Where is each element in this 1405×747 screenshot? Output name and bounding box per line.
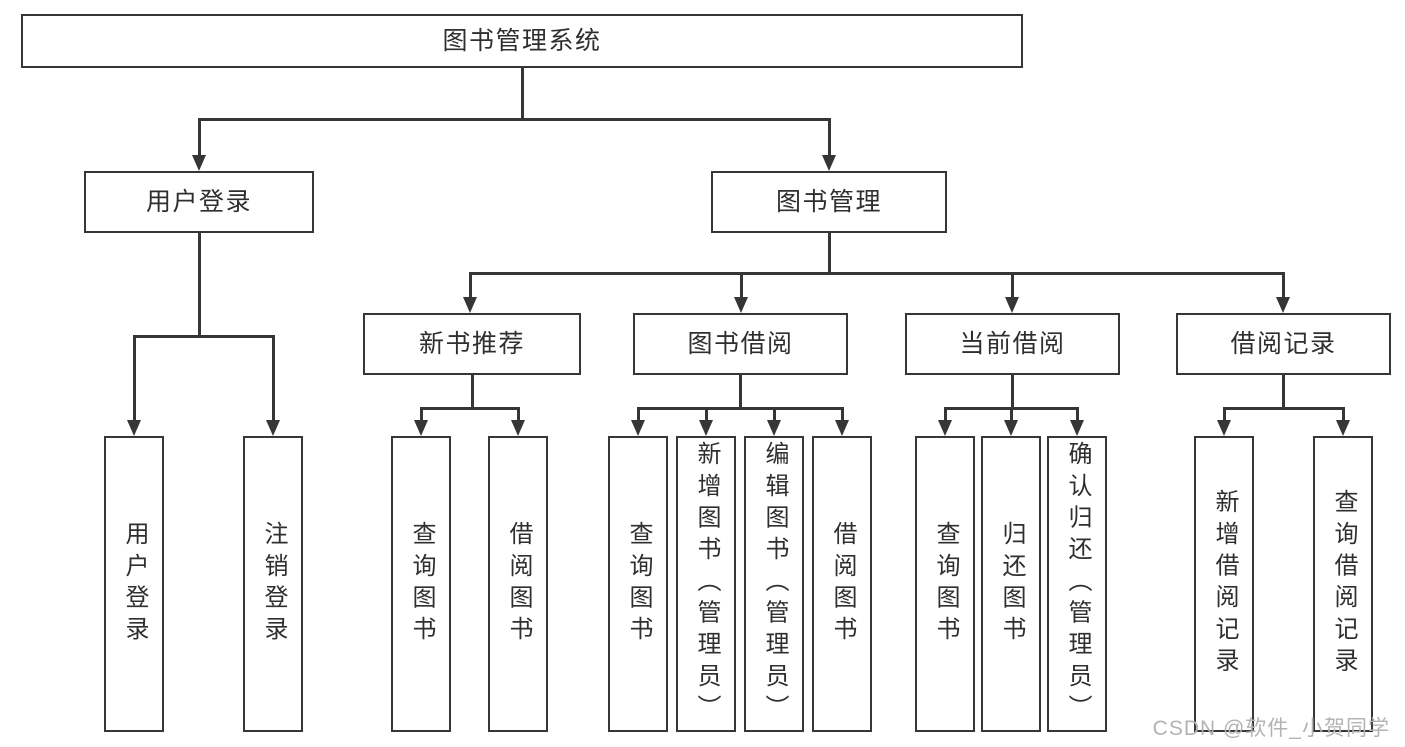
connector-line [1222,407,1226,421]
connector-line [132,335,136,421]
connector-line [1341,407,1345,421]
arrowhead-icon [1336,420,1350,436]
connector-line [840,407,844,421]
node-book-borrow: 图书借阅 [633,313,848,375]
connector-line [197,233,201,335]
connector-line [739,375,742,407]
node-leaf-login: 用户登录 [104,436,164,732]
connector-line [132,335,275,338]
arrowhead-icon [1276,297,1290,313]
connector-line [1009,407,1013,421]
arrowhead-icon [631,420,645,436]
node-book-management: 图书管理 [711,171,947,233]
arrowhead-icon [767,420,781,436]
connector-line [827,118,831,156]
arrowhead-icon [1217,420,1231,436]
node-leaf-query-book-2: 查询图书 [608,436,668,732]
arrowhead-icon [1005,297,1019,313]
connector-line [271,335,275,421]
arrowhead-icon [1004,420,1018,436]
arrowhead-icon [192,155,206,171]
connector-line [636,407,640,421]
connector-line [197,118,201,156]
connector-line [520,68,524,118]
connector-line [516,407,520,421]
node-leaf-return-book: 归还图书 [981,436,1041,732]
connector-line [197,118,831,121]
node-leaf-borrow-book-2: 借阅图书 [812,436,872,732]
node-leaf-logout: 注销登录 [243,436,303,732]
arrowhead-icon [414,420,428,436]
node-leaf-add-borrow-record: 新增借阅记录 [1194,436,1254,732]
arrowhead-icon [699,420,713,436]
arrowhead-icon [938,420,952,436]
connector-line [1282,272,1285,298]
connector-line [1075,407,1079,421]
node-leaf-add-book-admin: 新增图书（管理员） [676,436,736,732]
connector-line [827,233,831,272]
node-root: 图书管理系统 [21,14,1023,68]
connector-line [1282,375,1285,407]
arrowhead-icon [127,420,141,436]
arrowhead-icon [734,297,748,313]
arrowhead-icon [511,420,525,436]
connector-line [470,375,474,407]
connector-line [1011,375,1014,407]
node-current-borrow: 当前借阅 [905,313,1120,375]
connector-line [636,407,844,410]
connector-line [419,407,423,421]
arrowhead-icon [463,297,477,313]
connector-line [469,272,472,298]
node-borrow-records: 借阅记录 [1176,313,1391,375]
node-leaf-edit-book-admin: 编辑图书（管理员） [744,436,804,732]
connector-line [704,407,708,421]
arrowhead-icon [266,420,280,436]
csdn-watermark: CSDN @软件_小贺同学 [1152,717,1390,740]
node-new-book-recommend: 新书推荐 [363,313,581,375]
node-leaf-confirm-return-admin: 确认归还（管理员） [1047,436,1107,732]
arrowhead-icon [1070,420,1084,436]
connector-line [469,272,1285,275]
connector-line [1011,272,1014,298]
arrowhead-icon [835,420,849,436]
connector-line [772,407,776,421]
connector-line [740,272,743,298]
connector-line [1222,407,1345,410]
node-leaf-borrow-book-1: 借阅图书 [488,436,548,732]
node-leaf-query-book-3: 查询图书 [915,436,975,732]
node-leaf-query-borrow-record: 查询借阅记录 [1313,436,1373,732]
node-leaf-query-book-1: 查询图书 [391,436,451,732]
node-user-login: 用户登录 [84,171,314,233]
connector-line [419,407,520,410]
connector-line [943,407,947,421]
arrowhead-icon [822,155,836,171]
